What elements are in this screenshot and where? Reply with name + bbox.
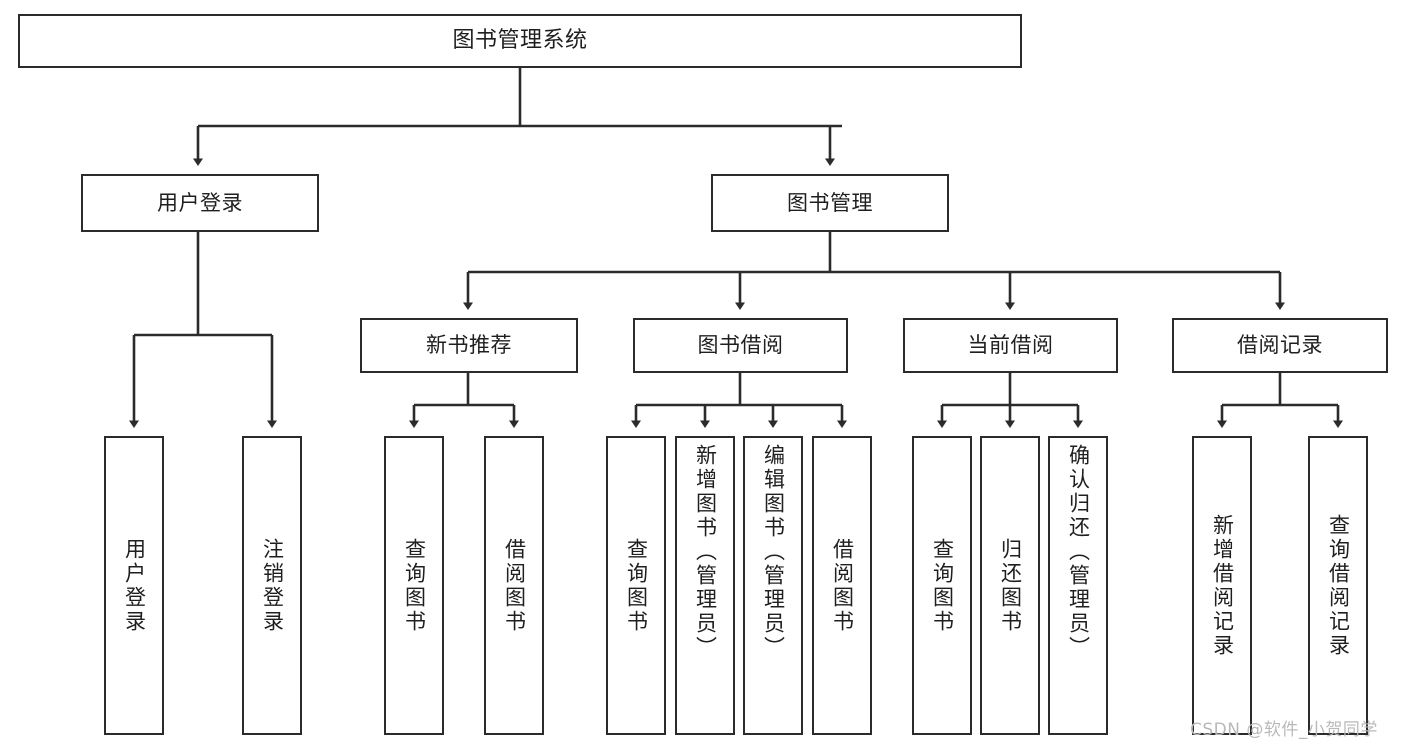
node-label: 图书管理	[787, 190, 873, 215]
node-user-login[interactable]: 用户登录	[81, 174, 319, 232]
leaf-current-borrow-confirm-return-admin[interactable]: 确认归还（管理员）	[1048, 436, 1108, 735]
node-label: 查询图书	[402, 537, 427, 634]
leaf-book-borrow-borrow-book[interactable]: 借阅图书	[812, 436, 872, 735]
node-label: 查询借阅记录	[1326, 513, 1351, 658]
leaf-new-book-query-book[interactable]: 查询图书	[384, 436, 444, 735]
node-label: 借阅图书	[502, 537, 527, 634]
leaf-current-borrow-query-book[interactable]: 查询图书	[912, 436, 972, 735]
node-label: 注销登录	[260, 537, 285, 634]
node-current-borrow[interactable]: 当前借阅	[903, 318, 1118, 373]
node-book-management[interactable]: 图书管理	[711, 174, 949, 232]
leaf-current-borrow-return-book[interactable]: 归还图书	[980, 436, 1040, 735]
node-book-borrow[interactable]: 图书借阅	[633, 318, 848, 373]
csdn-watermark: CSDN @软件_小贺同学	[1190, 720, 1378, 740]
node-label: 查询图书	[930, 537, 955, 634]
leaf-book-borrow-query-book[interactable]: 查询图书	[606, 436, 666, 735]
leaf-book-borrow-edit-book-admin[interactable]: 编辑图书（管理员）	[743, 436, 803, 735]
leaf-user-login-logout[interactable]: 注销登录	[242, 436, 302, 735]
leaf-new-book-borrow-book[interactable]: 借阅图书	[484, 436, 544, 735]
node-label: 确认归还（管理员）	[1066, 444, 1091, 660]
node-borrow-record[interactable]: 借阅记录	[1172, 318, 1388, 373]
leaf-borrow-record-query-record[interactable]: 查询借阅记录	[1308, 436, 1368, 735]
node-label: 用户登录	[122, 537, 147, 634]
node-label: 新增借阅记录	[1210, 513, 1235, 658]
node-label: 借阅图书	[830, 537, 855, 634]
node-label: 用户登录	[157, 190, 243, 215]
node-label: 图书借阅	[697, 333, 784, 358]
node-label: 归还图书	[998, 537, 1023, 634]
node-label: 新增图书（管理员）	[693, 444, 718, 660]
node-label: 当前借阅	[967, 333, 1054, 358]
leaf-book-borrow-add-book-admin[interactable]: 新增图书（管理员）	[675, 436, 735, 735]
leaf-user-login-login[interactable]: 用户登录	[104, 436, 164, 735]
leaf-borrow-record-add-record[interactable]: 新增借阅记录	[1192, 436, 1252, 735]
node-new-book-recommend[interactable]: 新书推荐	[360, 318, 578, 373]
node-label: 查询图书	[624, 537, 649, 634]
node-label: 借阅记录	[1237, 333, 1323, 358]
node-label: 新书推荐	[426, 333, 512, 358]
node-label: 图书管理系统	[452, 28, 588, 54]
node-root-book-management-system[interactable]: 图书管理系统	[18, 14, 1022, 68]
node-label: 编辑图书（管理员）	[761, 444, 786, 660]
